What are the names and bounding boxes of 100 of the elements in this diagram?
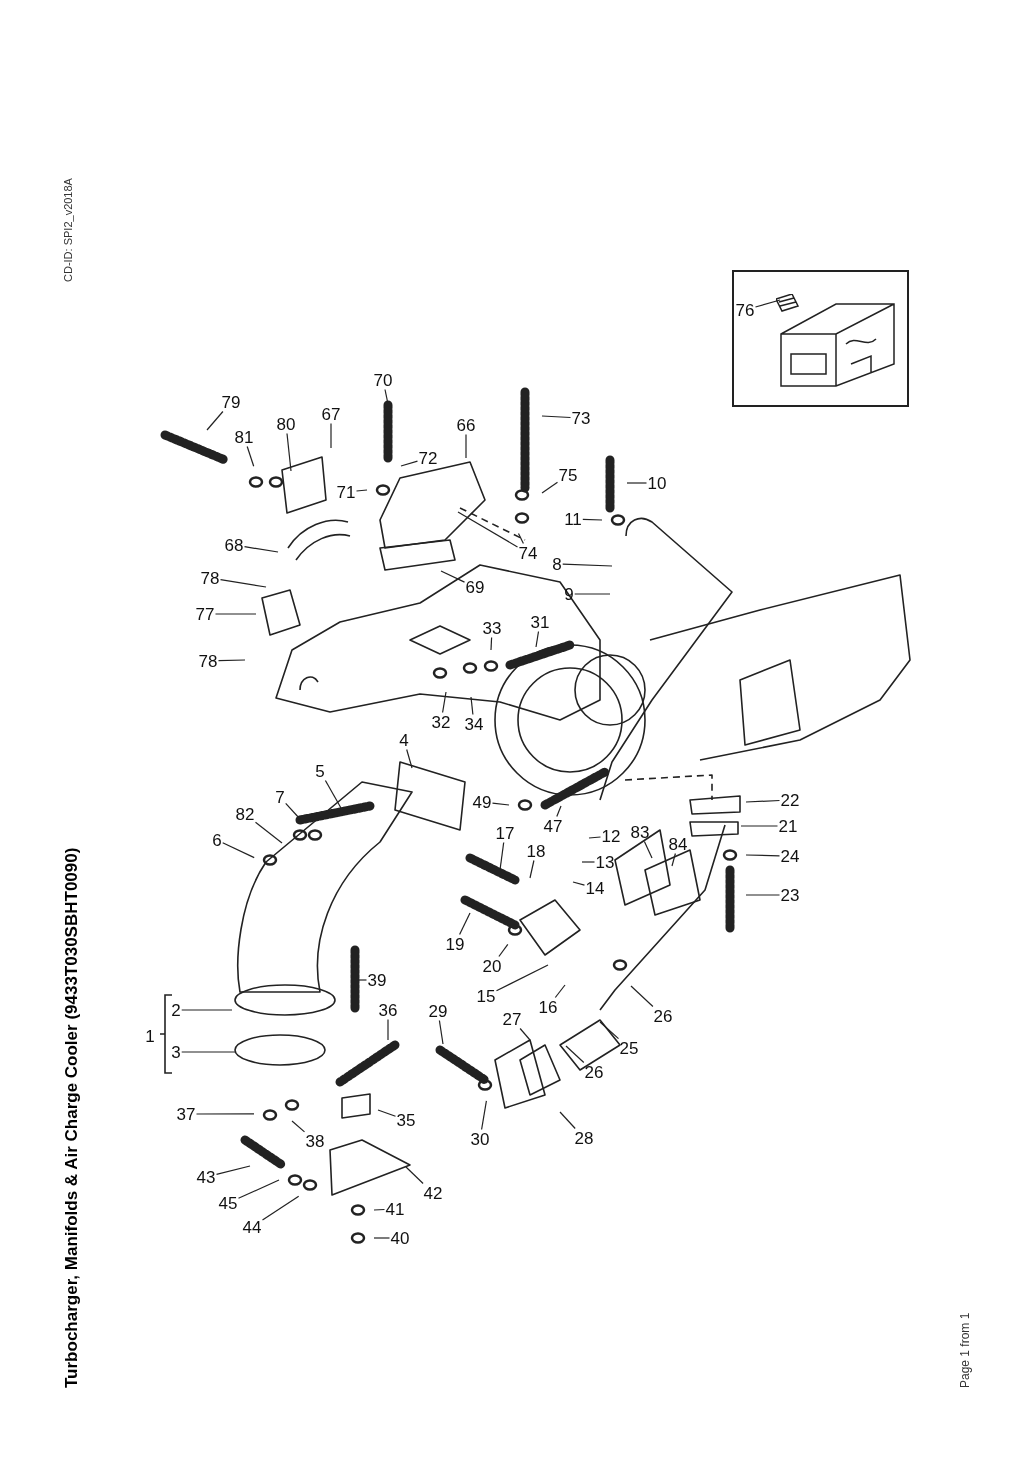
leader-line bbox=[588, 836, 602, 839]
leader-line bbox=[535, 630, 540, 648]
callout-number: 30 bbox=[469, 1129, 491, 1149]
callout-number: 39 bbox=[366, 970, 388, 990]
leader-line bbox=[556, 805, 562, 818]
callout-number: 37 bbox=[175, 1104, 197, 1124]
note-text: CD-ID: SPI2_v2018A bbox=[62, 178, 74, 282]
callout-number: 7 bbox=[274, 787, 286, 807]
leader-line bbox=[373, 1237, 391, 1239]
callout-number: 12 bbox=[600, 826, 622, 846]
callout-number: 5 bbox=[314, 761, 326, 781]
leader-line bbox=[541, 481, 559, 494]
leader-line bbox=[206, 410, 224, 431]
callout-number: 74 bbox=[517, 543, 539, 563]
callout-number: 78 bbox=[197, 651, 219, 671]
callout-number: 77 bbox=[194, 604, 216, 624]
leader-line bbox=[457, 511, 519, 548]
callout-number: 82 bbox=[234, 804, 256, 824]
leader-line bbox=[181, 1009, 233, 1011]
leader-line bbox=[324, 779, 342, 809]
leader-line bbox=[491, 802, 510, 806]
callout-number: 29 bbox=[427, 1001, 449, 1021]
leader-line bbox=[495, 964, 549, 992]
leader-line bbox=[440, 570, 466, 583]
leader-line bbox=[671, 852, 676, 867]
callout-number: 25 bbox=[618, 1038, 640, 1058]
callout-number: 4 bbox=[398, 730, 410, 750]
callout-number: 75 bbox=[557, 465, 579, 485]
callout-number: 43 bbox=[195, 1167, 217, 1187]
leader-line bbox=[470, 696, 474, 716]
callout-number: 41 bbox=[384, 1199, 406, 1219]
callout-number: 22 bbox=[779, 790, 801, 810]
leader-line bbox=[377, 1109, 397, 1117]
leader-line bbox=[195, 1113, 255, 1115]
callout-number: 73 bbox=[570, 408, 592, 428]
callout-number: 45 bbox=[217, 1193, 239, 1213]
leader-line bbox=[285, 802, 301, 820]
leader-line bbox=[261, 1195, 300, 1221]
leader-line bbox=[498, 943, 509, 958]
callout-number: 10 bbox=[646, 473, 668, 493]
leader-line bbox=[330, 422, 332, 449]
leader-line bbox=[745, 894, 781, 896]
callout-number: 26 bbox=[583, 1062, 605, 1082]
leader-line bbox=[387, 1018, 389, 1041]
leader-line bbox=[626, 482, 648, 484]
callout-number: 44 bbox=[241, 1217, 263, 1237]
leader-line bbox=[406, 748, 413, 769]
leader-line bbox=[222, 842, 255, 859]
callout-number: 21 bbox=[777, 816, 799, 836]
leader-line bbox=[214, 613, 257, 615]
leader-line bbox=[459, 912, 471, 936]
leader-line bbox=[217, 659, 246, 662]
leader-line bbox=[490, 636, 493, 651]
callout-number: 76 bbox=[734, 300, 756, 320]
callout-number: 84 bbox=[667, 834, 689, 854]
leader-line bbox=[745, 799, 781, 803]
leader-line bbox=[565, 1045, 585, 1064]
leader-line bbox=[465, 433, 467, 459]
leader-line bbox=[643, 840, 653, 859]
leader-line bbox=[572, 881, 586, 886]
leader-line bbox=[599, 1021, 620, 1040]
leader-line bbox=[254, 821, 283, 844]
callout-number: 36 bbox=[377, 1000, 399, 1020]
leader-line bbox=[630, 985, 654, 1008]
callout-number: 1 bbox=[144, 1026, 156, 1046]
inset-frame bbox=[732, 270, 909, 407]
note-text: Page 1 from 1 bbox=[958, 1312, 972, 1388]
callout-number: 17 bbox=[494, 823, 516, 843]
callout-number: 70 bbox=[372, 370, 394, 390]
callout-number: 8 bbox=[551, 554, 563, 574]
callout-number: 11 bbox=[563, 509, 583, 529]
leader-line bbox=[574, 593, 611, 595]
callout-number: 19 bbox=[444, 934, 466, 954]
leader-line bbox=[517, 533, 524, 545]
callout-number: 15 bbox=[475, 986, 497, 1006]
callout-number: 27 bbox=[501, 1009, 523, 1029]
callout-number: 24 bbox=[779, 846, 801, 866]
callout-number: 16 bbox=[537, 997, 559, 1017]
callout-number: 13 bbox=[594, 852, 616, 872]
callout-number: 34 bbox=[463, 714, 485, 734]
callout-number: 14 bbox=[584, 878, 606, 898]
callout-number: 47 bbox=[542, 816, 564, 836]
leader-line bbox=[740, 825, 779, 827]
callout-number: 42 bbox=[422, 1183, 444, 1203]
callout-number: 69 bbox=[464, 577, 486, 597]
leader-line bbox=[745, 854, 781, 857]
callout-number: 80 bbox=[275, 414, 297, 434]
leader-line bbox=[438, 1019, 444, 1045]
leader-line bbox=[215, 1165, 251, 1175]
callout-number: 6 bbox=[211, 830, 223, 850]
leader-line bbox=[562, 563, 613, 567]
leader-line bbox=[559, 1111, 576, 1130]
leader-line bbox=[219, 579, 267, 588]
leader-line bbox=[499, 841, 505, 871]
callout-number: 68 bbox=[223, 535, 245, 555]
leader-line bbox=[554, 984, 566, 999]
leader-line bbox=[373, 1208, 386, 1211]
callout-number: 31 bbox=[529, 612, 551, 632]
leader-line bbox=[529, 859, 535, 879]
leader-line bbox=[291, 1120, 306, 1133]
